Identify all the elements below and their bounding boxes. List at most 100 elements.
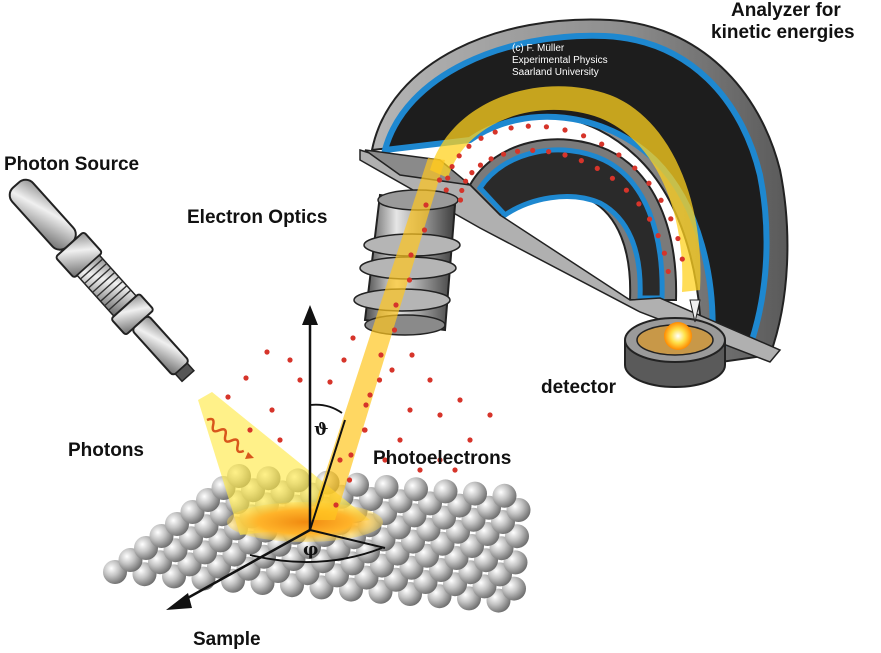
electron-dot <box>658 197 664 203</box>
credit-line3: Saarland University <box>512 67 599 78</box>
electron-dot <box>363 402 369 408</box>
electron-dot <box>437 412 443 418</box>
electron-dot <box>346 477 353 483</box>
electron-dot <box>616 152 622 158</box>
electron-dot <box>655 233 661 239</box>
electron-dot <box>264 349 270 355</box>
electron-dot <box>632 165 638 171</box>
label-photon-source: Photon Source <box>4 154 140 175</box>
electron-dot <box>378 352 384 358</box>
beam-spot <box>227 502 383 542</box>
photoelectrons-dots <box>225 123 685 508</box>
electron-dot <box>333 502 339 508</box>
label-phi: φ <box>303 540 319 560</box>
electron-dot <box>337 457 343 463</box>
electron-dot <box>546 149 552 155</box>
electron-dot <box>500 151 507 157</box>
electron-dot <box>277 437 283 443</box>
sample-atom <box>463 481 487 506</box>
electron-dot <box>477 162 484 168</box>
electron-dot <box>562 152 568 158</box>
electron-dot <box>525 123 531 129</box>
electron-dot <box>350 335 356 341</box>
theta-arc <box>309 403 343 414</box>
detector-flash-icon <box>664 322 692 350</box>
electron-dot <box>437 457 443 463</box>
electron-dot <box>636 201 642 207</box>
electron-dot <box>488 156 494 162</box>
electron-dot <box>459 187 465 194</box>
electron-dot <box>243 375 249 381</box>
electron-dot <box>361 427 368 433</box>
electron-dot <box>389 367 395 373</box>
label-analyzer-line2: kinetic energies <box>711 22 855 43</box>
electron-dot <box>407 407 413 413</box>
electron-dot <box>668 216 674 222</box>
electron-dot <box>508 125 514 131</box>
electron-dot <box>427 377 433 383</box>
electron-dot <box>327 379 333 385</box>
electron-dot <box>445 175 451 181</box>
electron-dot <box>661 250 667 256</box>
electron-dot <box>443 187 449 193</box>
electron-dot <box>530 147 536 154</box>
electron-dot <box>599 141 605 147</box>
electron-dot <box>646 216 653 222</box>
electron-dot <box>467 437 473 443</box>
electron-dot <box>580 133 587 139</box>
electron-dot <box>406 277 413 283</box>
credit-line1: (c) F. Müller <box>512 43 565 54</box>
label-analyzer-line1: Analyzer for <box>731 0 841 21</box>
electron-dot <box>646 180 652 186</box>
electron-dot <box>543 124 550 130</box>
photoelectron-beam <box>310 158 445 520</box>
electron-dot <box>478 135 484 141</box>
electron-dot <box>397 437 403 443</box>
analyzer-electron-band <box>430 86 701 292</box>
electron-dot <box>436 177 443 183</box>
electron-dot <box>675 235 681 242</box>
electron-dot <box>594 165 600 172</box>
electron-dot <box>341 357 347 363</box>
photon-wave-icon <box>206 417 245 454</box>
electron-dot <box>417 467 423 473</box>
electron-dot <box>421 227 428 233</box>
electron-dot <box>623 187 630 193</box>
electron-dot <box>391 327 398 333</box>
electron-dot <box>367 392 373 398</box>
electron-dot <box>423 202 429 208</box>
sample-atom <box>345 472 369 497</box>
electron-dot <box>457 197 464 203</box>
electron-dot <box>665 268 671 275</box>
label-photons: Photons <box>68 440 144 461</box>
coordinate-axes <box>166 305 386 610</box>
electron-dot <box>382 457 388 463</box>
electron-dot <box>463 178 469 184</box>
electron-dot <box>348 452 354 458</box>
sample-atom <box>492 483 517 508</box>
electron-dot <box>409 352 415 358</box>
label-photoelectrons: Photoelectrons <box>373 448 512 469</box>
photon-source <box>8 178 195 383</box>
label-sample: Sample <box>193 629 261 650</box>
electron-dot <box>466 143 472 149</box>
label-theta: ϑ <box>314 420 329 440</box>
electron-dot <box>247 427 253 433</box>
electron-dot <box>269 407 275 413</box>
electron-dot <box>578 158 584 164</box>
electron-dot <box>562 127 568 133</box>
electron-dot <box>452 467 458 473</box>
sample-atom <box>404 477 428 502</box>
phi-arc <box>249 547 383 563</box>
electron-dot <box>469 170 475 176</box>
analyzer-entrance-slit <box>364 149 473 187</box>
label-electron-optics: Electron Optics <box>187 207 328 228</box>
electron-dot <box>376 377 383 383</box>
electron-dot <box>679 256 685 262</box>
electron-dot <box>287 357 293 363</box>
electron-dot <box>408 252 414 258</box>
label-detector: detector <box>541 377 616 398</box>
electron-dot <box>449 163 455 170</box>
electron-dot <box>487 412 493 418</box>
